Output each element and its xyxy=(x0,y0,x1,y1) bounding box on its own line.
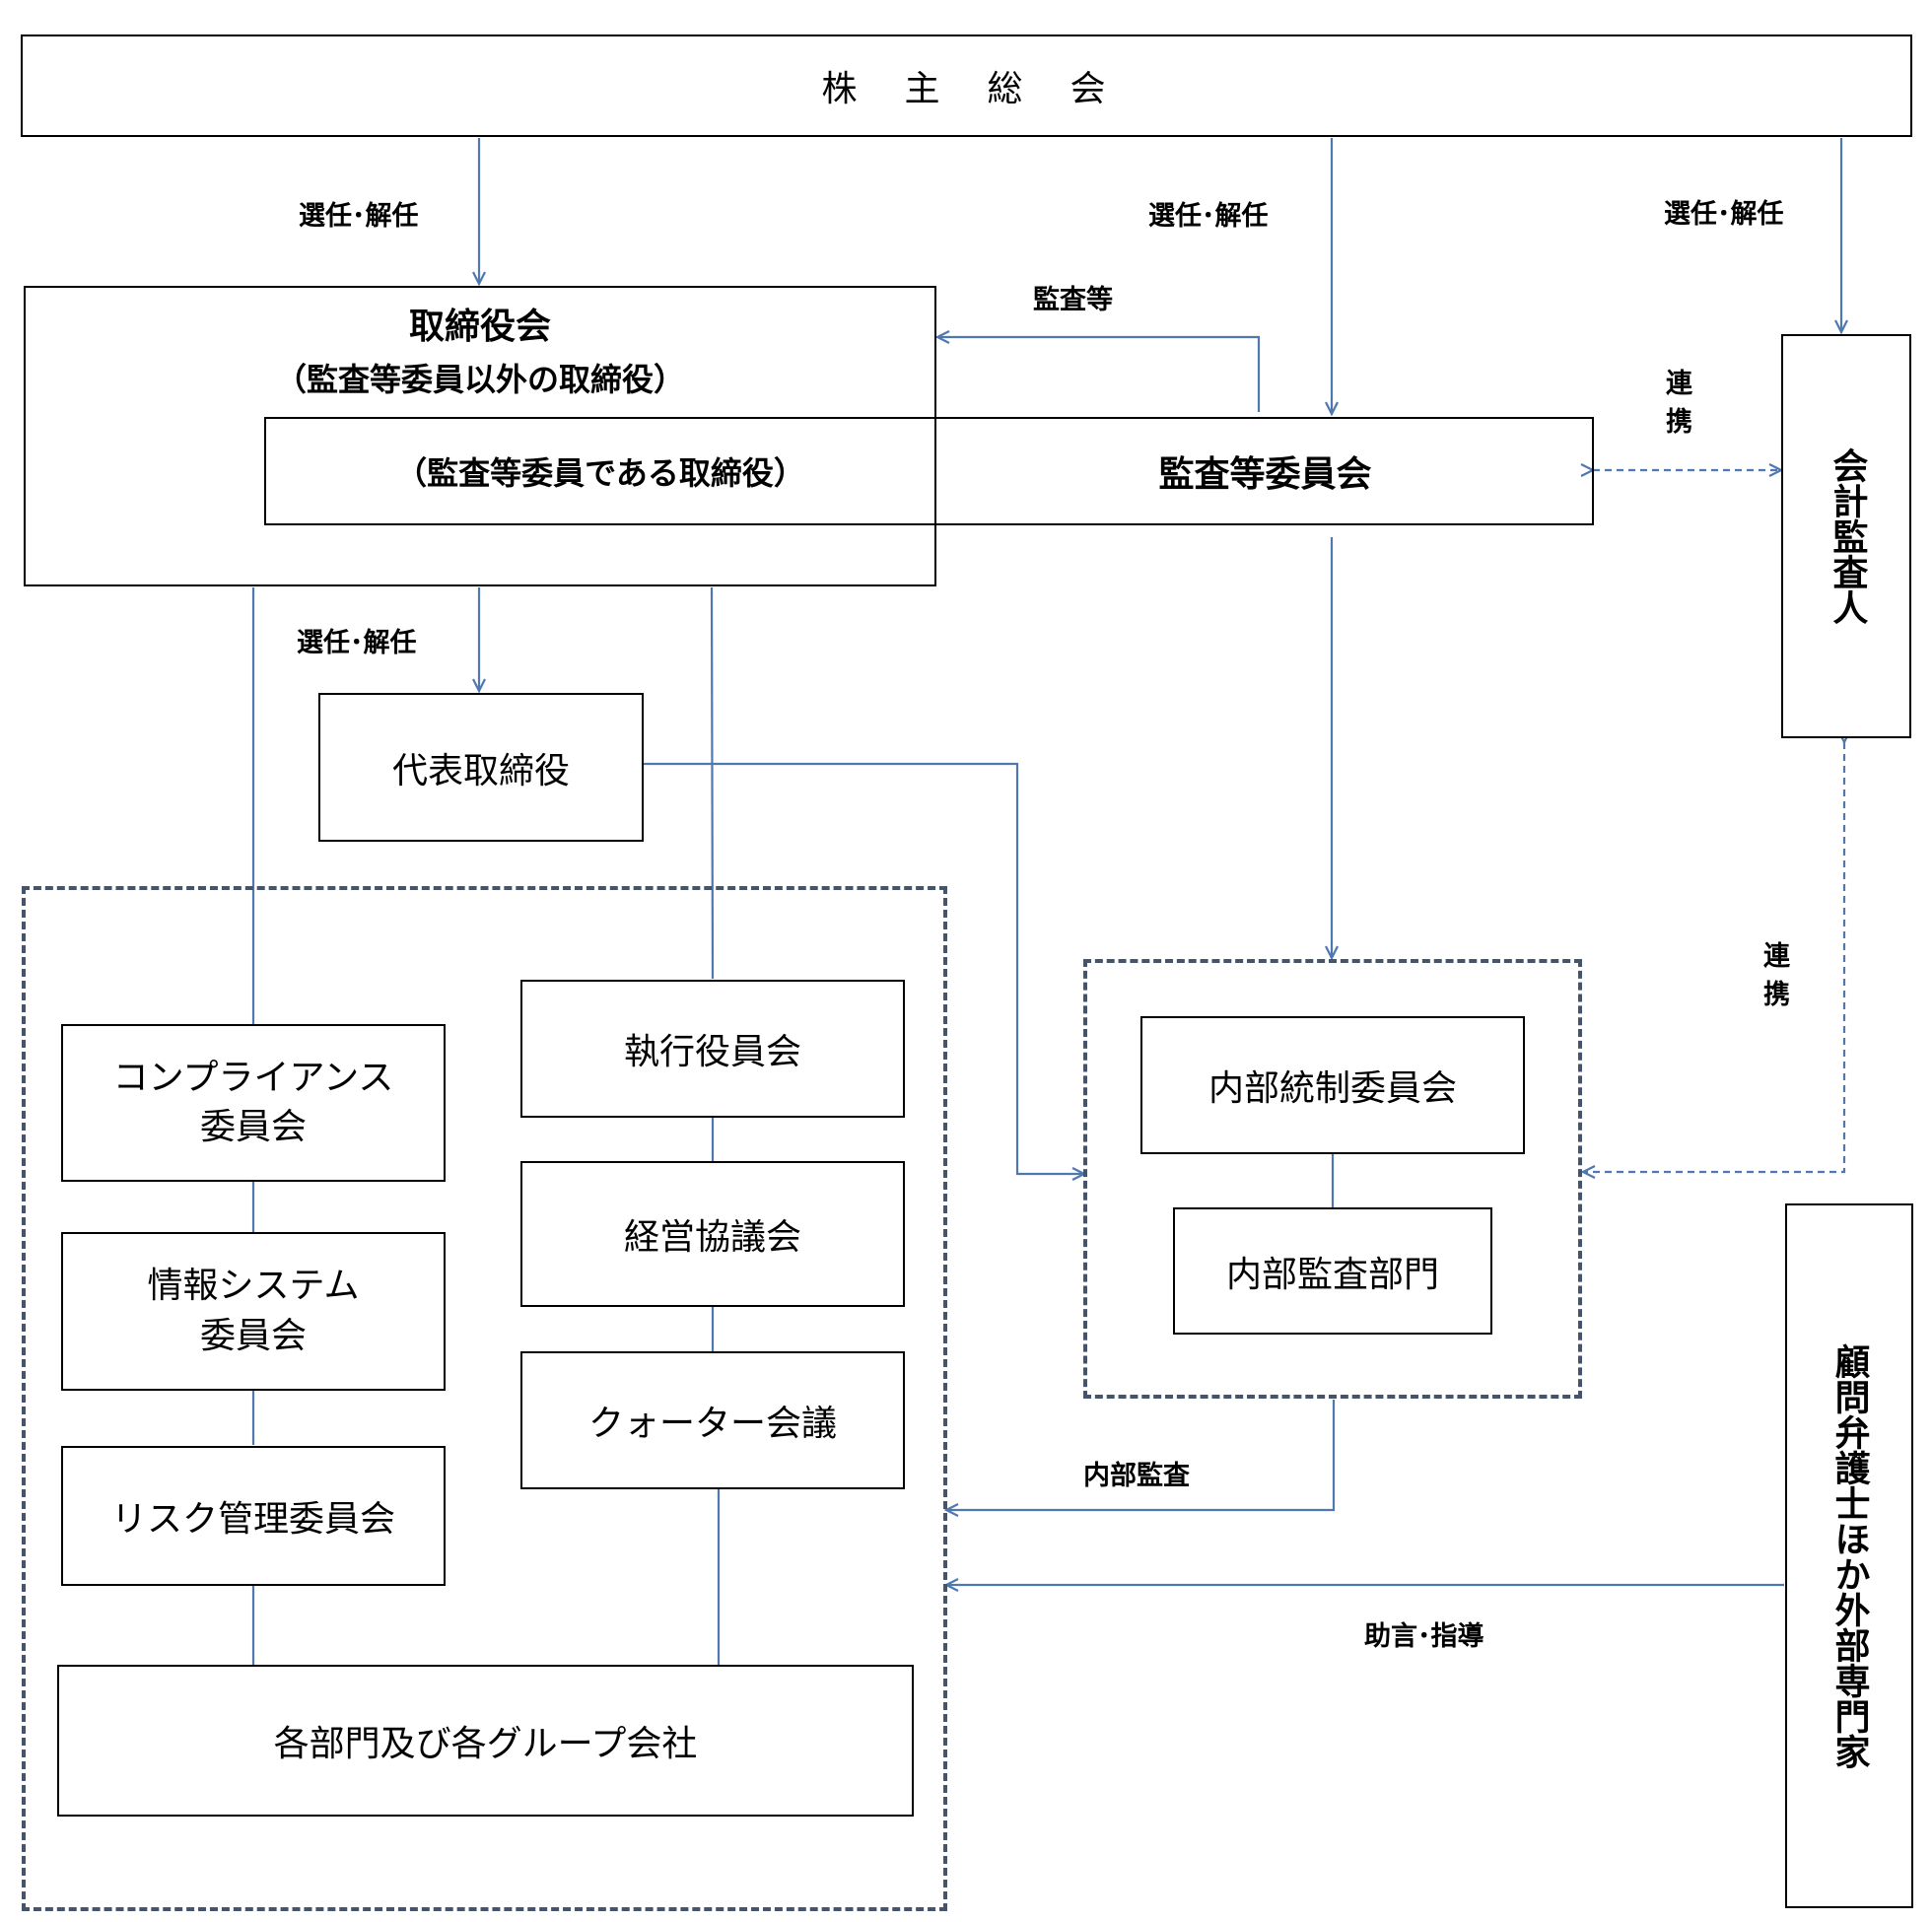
info-system-committee-box: 情報システム 委員会 xyxy=(61,1232,446,1391)
label-cooperation-bottom: 連 携 xyxy=(1763,941,1790,1011)
representative-director-box: 代表取締役 xyxy=(318,693,644,842)
board-subtitle: （監査等委員以外の取締役） xyxy=(274,361,685,398)
execution-region-dashed xyxy=(22,886,947,1911)
external-experts-label: 顧問弁護士ほか外部専門家 xyxy=(1828,1342,1870,1769)
shareholders-meeting-label: 株 主 総 会 xyxy=(821,69,1112,109)
info-system-committee-label: 情報システム 委員会 xyxy=(147,1266,360,1356)
departments-label: 各部門及び各グループ会社 xyxy=(273,1724,698,1764)
edge-auditor-to-internal-control xyxy=(1583,742,1844,1172)
departments-box: 各部門及び各グループ会社 xyxy=(57,1665,914,1817)
label-appoint-dismiss-rep: 選任･解任 xyxy=(297,628,417,658)
label-cooperation-top: 連 携 xyxy=(1666,369,1692,439)
label-appoint-dismiss-audit: 選任･解任 xyxy=(1148,201,1269,232)
risk-management-committee-label: リスク管理委員会 xyxy=(110,1499,395,1540)
edge-board-to-executive xyxy=(710,586,715,980)
compliance-committee-label: コンプライアンス 委員会 xyxy=(112,1057,394,1147)
label-appoint-dismiss-board: 選任･解任 xyxy=(299,201,419,232)
representative-director-label: 代表取締役 xyxy=(391,750,570,791)
compliance-committee-box: コンプライアンス 委員会 xyxy=(61,1024,446,1182)
audit-committee-label: 監査等委員会 xyxy=(1158,454,1372,495)
internal-control-committee-box: 内部統制委員会 xyxy=(1140,1016,1525,1154)
internal-audit-dept-box: 内部監査部門 xyxy=(1173,1207,1492,1335)
label-audit-etc: 監査等 xyxy=(1033,285,1113,315)
edge-audit-committee-to-board xyxy=(937,337,1261,412)
management-council-box: 経営協議会 xyxy=(520,1161,905,1307)
accounting-auditor-label: 会計監査人 xyxy=(1827,447,1868,625)
audit-member-directors-label: （監査等委員である取締役） xyxy=(395,454,805,492)
edge-representative-to-internal xyxy=(643,762,1084,1174)
risk-management-committee-box: リスク管理委員会 xyxy=(61,1446,446,1586)
board-title: 取締役会 xyxy=(408,307,551,347)
external-experts-box: 顧問弁護士ほか外部専門家 xyxy=(1785,1203,1913,1908)
executive-officers-box: 執行役員会 xyxy=(520,980,905,1118)
executive-officers-label: 執行役員会 xyxy=(623,1032,801,1072)
management-council-label: 経営協議会 xyxy=(623,1217,801,1258)
shareholders-meeting-box: 株 主 総 会 xyxy=(21,34,1912,137)
label-internal-audit: 内部監査 xyxy=(1083,1461,1190,1491)
edge-internal-audit-to-group xyxy=(946,1400,1336,1510)
label-advice-guidance: 助言･指導 xyxy=(1364,1621,1484,1652)
internal-control-committee-label: 内部統制委員会 xyxy=(1208,1068,1457,1109)
label-appoint-dismiss-auditor: 選任･解任 xyxy=(1664,199,1784,230)
quarter-meeting-box: クォーター会議 xyxy=(520,1351,905,1489)
accounting-auditor-box: 会計監査人 xyxy=(1781,334,1911,738)
internal-audit-dept-label: 内部監査部門 xyxy=(1225,1254,1439,1295)
internal-control-region-dashed xyxy=(1083,959,1582,1399)
quarter-meeting-label: クォーター会議 xyxy=(587,1404,837,1444)
audit-committee-box xyxy=(264,417,1594,525)
